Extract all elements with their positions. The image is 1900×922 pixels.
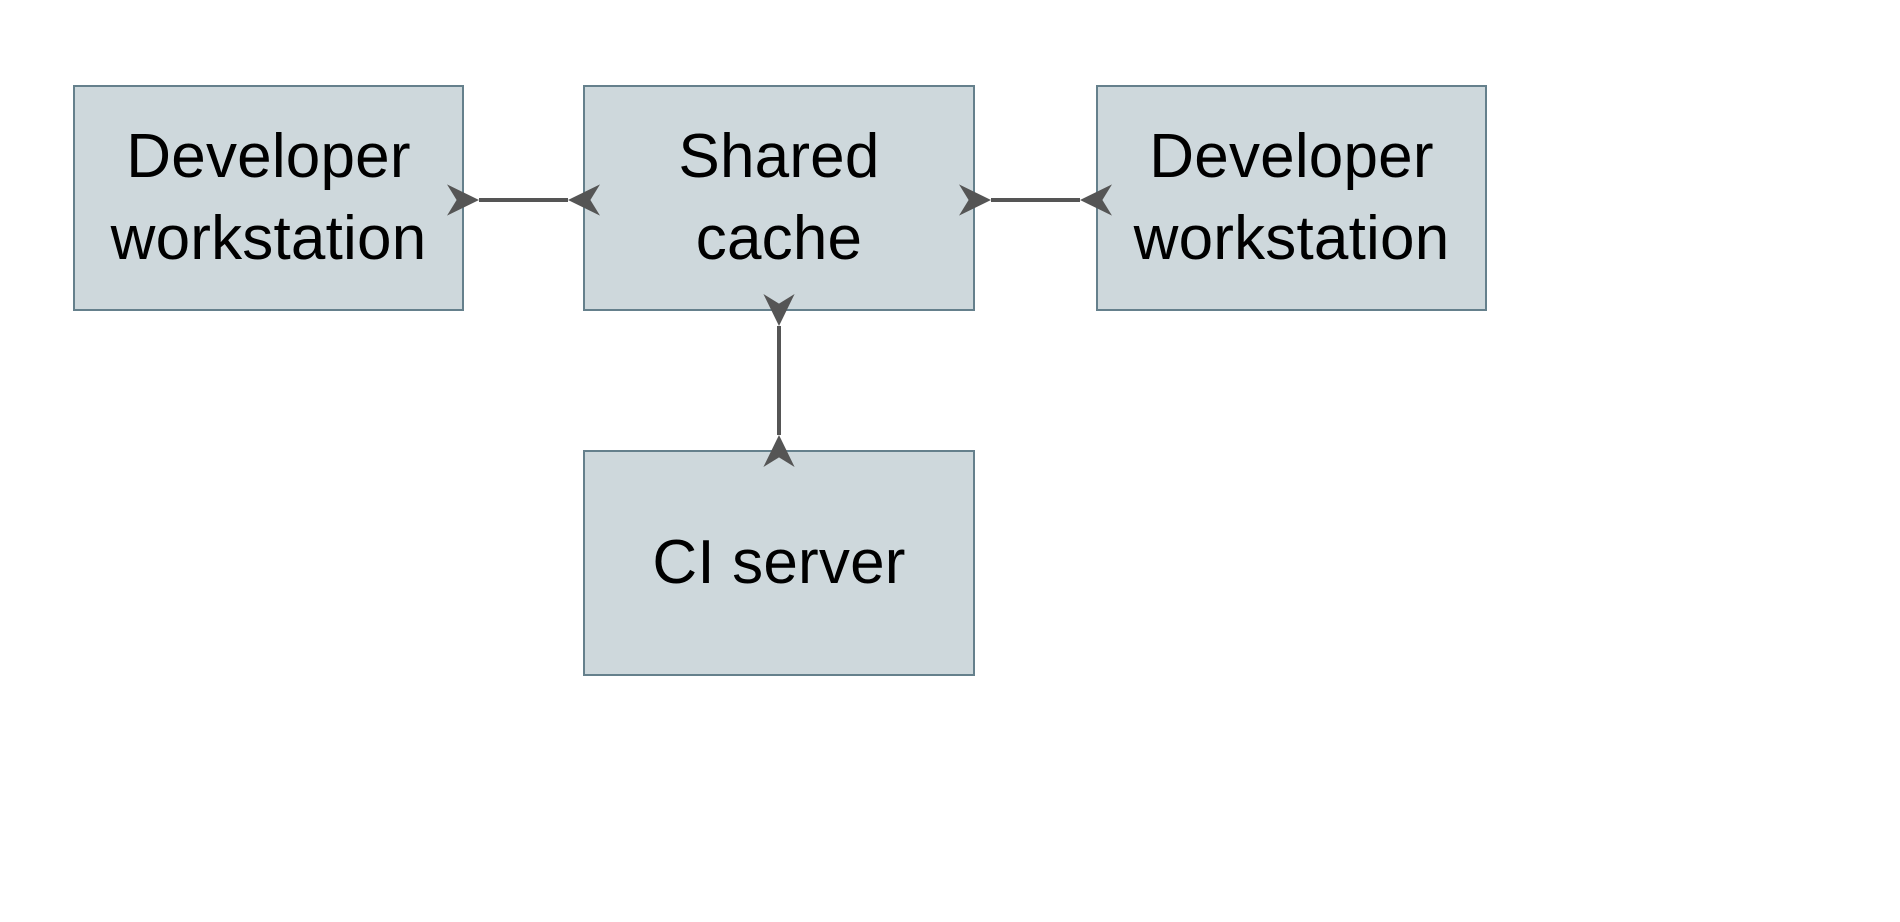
edge-cache-ci-server[interactable]: [759, 294, 799, 467]
node-shared-cache[interactable]: Shared cache: [583, 85, 975, 311]
node-developer-workstation-right[interactable]: Developer workstation: [1096, 85, 1487, 311]
double-arrow-horizontal-icon: [447, 184, 600, 216]
double-arrow-vertical-icon: [763, 294, 795, 467]
edge-cache-right-workstation[interactable]: [959, 180, 1112, 220]
node-developer-workstation-left[interactable]: Developer workstation: [73, 85, 464, 311]
double-arrow-horizontal-icon: [959, 184, 1112, 216]
node-label: CI server: [652, 528, 906, 598]
edge-left-workstation-cache[interactable]: [447, 180, 600, 220]
node-label: Shared cache: [678, 122, 880, 273]
node-label: Developer workstation: [1133, 122, 1450, 273]
node-label: Developer workstation: [110, 122, 427, 273]
node-ci-server[interactable]: CI server: [583, 450, 975, 676]
